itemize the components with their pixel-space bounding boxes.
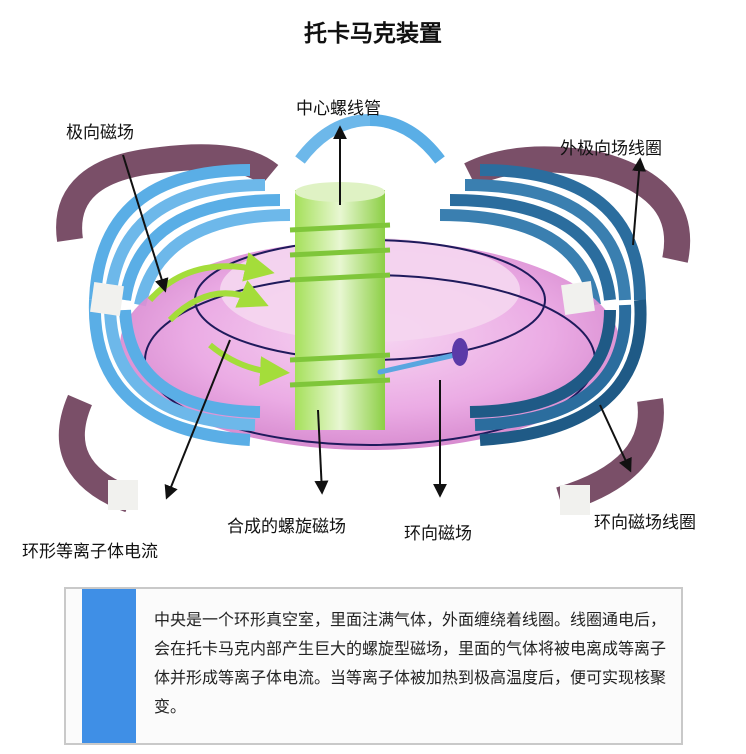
label-central-solenoid: 中心螺线管: [296, 99, 381, 119]
diagram-title: 托卡马克装置: [304, 21, 442, 47]
label-poloidal-field: 极向磁场: [66, 123, 134, 143]
label-outer-poloidal-coil: 外极向场线圈: [560, 139, 662, 159]
label-toroidal-coil: 环向磁场线圈: [594, 513, 696, 533]
central-solenoid: [289, 182, 391, 430]
caption-accent-bar: [82, 589, 136, 743]
pointer-arrows: [122, 125, 647, 500]
label-plasma-current: 环形等离子体电流: [22, 542, 158, 562]
toroidal-field-arrow: [377, 338, 468, 375]
label-toroidal-field: 环向磁场: [404, 524, 472, 544]
caption-box: 中央是一个环形真空室，里面注满气体，外面缠绕着线圈。线圈通电后，会在托卡马克内部…: [64, 587, 683, 745]
toroidal-coils-front: [88, 299, 647, 446]
coil-ends: [90, 281, 595, 515]
label-helical-field: 合成的螺旋磁场: [227, 517, 346, 537]
toroidal-coils: [89, 114, 646, 307]
caption-text: 中央是一个环形真空室，里面注满气体，外面缠绕着线圈。线圈通电后，会在托卡马克内部…: [154, 610, 667, 716]
tokamak-diagram: [56, 114, 691, 515]
